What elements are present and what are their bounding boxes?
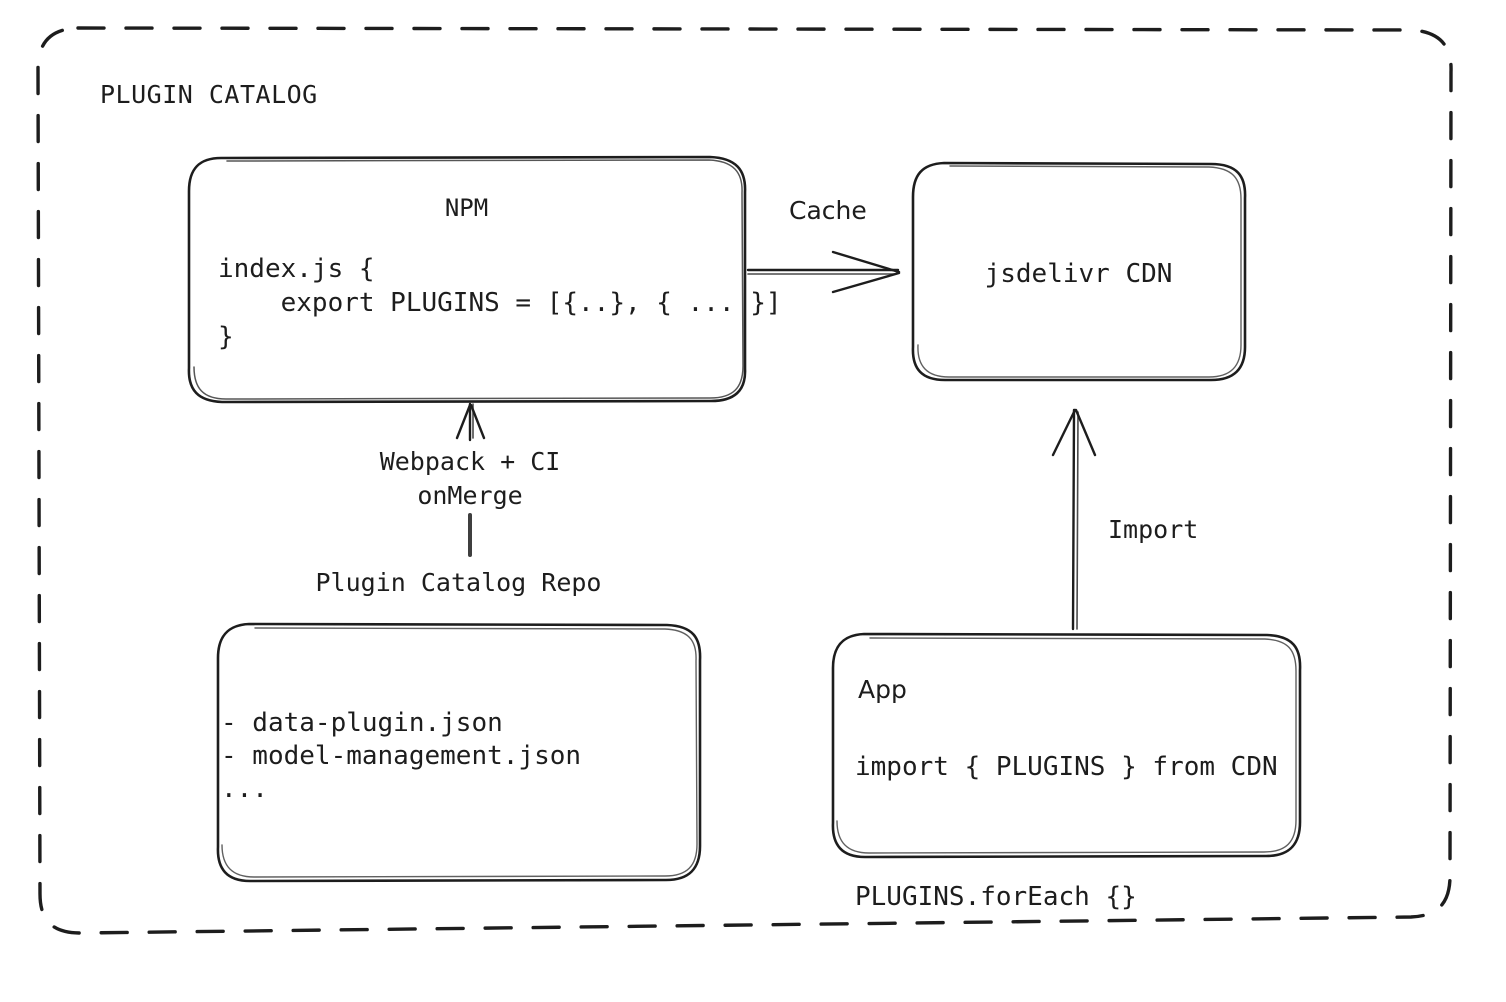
app-node-code: import { PLUGINS } from CDN PLUGINS.forE… (855, 752, 1278, 912)
repo-node-file-list: - data-plugin.json - model-management.js… (221, 708, 582, 804)
app-node-title: App (858, 675, 907, 704)
npm-node-title: NPM (444, 194, 489, 222)
group-title: PLUGIN CATALOG (100, 80, 318, 109)
cdn-node-title: jsdelivr CDN (984, 259, 1173, 289)
edge-import-arrow (1051, 408, 1097, 631)
edge-label-build: Webpack + CI onMerge (379, 447, 561, 510)
edge-label-import: Import (1108, 515, 1199, 544)
npm-node-code: index.js { export PLUGINS = [{..}, { ...… (218, 254, 782, 352)
repo-node-caption: Plugin Catalog Repo (315, 568, 602, 597)
edge-label-cache: Cache (789, 196, 867, 225)
